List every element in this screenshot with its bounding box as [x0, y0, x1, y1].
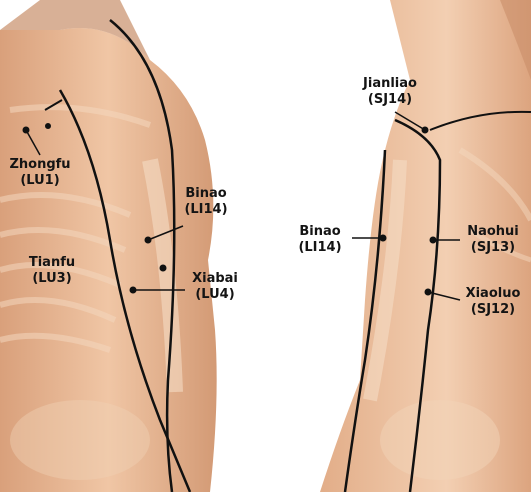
point-name: Tianfu [20, 255, 84, 271]
point-name: Naohui [460, 224, 526, 240]
point-name: Jianliao [355, 76, 425, 92]
label-binao-left: Binao (LI14) [176, 186, 236, 218]
point-code: (LU1) [4, 173, 76, 189]
label-naohui: Naohui (SJ13) [460, 224, 526, 256]
point-code: (LU3) [20, 271, 84, 287]
point-name: Xiaoluo [460, 286, 526, 302]
point-code: (LU4) [183, 287, 247, 303]
label-xiaoluo: Xiaoluo (SJ12) [460, 286, 526, 318]
label-xiabai: Xiabai (LU4) [183, 271, 247, 303]
point-code: (LI14) [176, 202, 236, 218]
point-code: (SJ13) [460, 240, 526, 256]
label-tianfu: Tianfu (LU3) [20, 255, 84, 287]
label-zhongfu: Zhongfu (LU1) [4, 157, 76, 189]
point-code: (SJ14) [355, 92, 425, 108]
point-name: Binao [176, 186, 236, 202]
point-code: (LI14) [290, 240, 350, 256]
label-binao-right: Binao (LI14) [290, 224, 350, 256]
point-code: (SJ12) [460, 302, 526, 318]
left-body-image [0, 0, 217, 492]
point-name: Binao [290, 224, 350, 240]
point-name: Zhongfu [4, 157, 76, 173]
label-jianliao: Jianliao (SJ14) [355, 76, 425, 108]
point-name: Xiabai [183, 271, 247, 287]
